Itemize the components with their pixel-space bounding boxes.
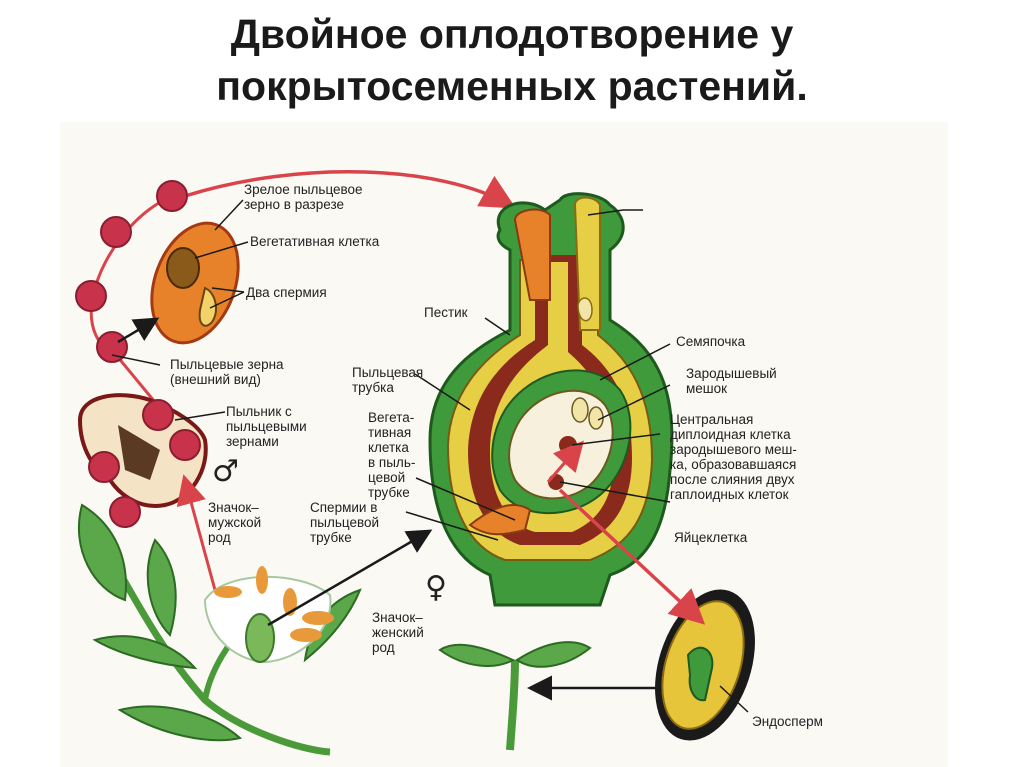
label-egg-cell: Яйцеклетка	[674, 530, 748, 545]
flower-to-pistil-arrow	[267, 529, 433, 627]
grain-zoom-arrow	[117, 317, 160, 344]
label-pollen-grains: Пыльцевые зерна (внешний вид)	[170, 357, 284, 387]
label-vegetative-in-tube: Вегета- тивная клетка в пыль- цевой труб…	[368, 410, 416, 500]
title-line-2: покрытосеменных растений.	[216, 63, 808, 109]
label-female-sign: Значок– женский род	[372, 610, 424, 655]
label-ovule: Семяпочка	[676, 334, 746, 349]
female-symbol: ♀	[425, 570, 447, 605]
pollination-arrow	[184, 170, 517, 209]
flowering-plant	[77, 503, 362, 756]
label-central-cell: Центральная диплоидная клетка зародышево…	[670, 412, 797, 502]
pollen-grains	[75, 180, 188, 363]
page-title: Двойное оплодотворение у покрытосеменных…	[0, 8, 1024, 112]
label-male-sign: Значок– мужской род	[208, 500, 262, 545]
pollen-grain	[100, 216, 132, 248]
title-line-1: Двойное оплодотворение у	[230, 11, 794, 57]
label-mature-grain: Зрелое пыльцевое зерно в разрезе	[244, 182, 363, 212]
label-anther: Пыльник с пыльцевыми зернами	[226, 404, 307, 449]
anther	[77, 393, 208, 528]
pollen-grain	[88, 451, 120, 483]
label-pollen-tube: Пыльцевая трубка	[352, 365, 424, 395]
seed-formation-arrow	[558, 488, 706, 625]
label-sperms-in-tube: Спермии в пыльцевой трубке	[310, 500, 380, 545]
leader-lines	[111, 199, 749, 713]
pollen-grain	[156, 180, 188, 212]
seedling	[438, 641, 592, 751]
label-vegetative-cell: Вегетативная клетка	[250, 234, 380, 249]
stamen-arrow	[176, 474, 217, 591]
seed	[655, 589, 755, 741]
label-endosperm: Эндосперм	[752, 714, 823, 729]
fertilization-arrow	[546, 440, 584, 483]
pollen-grain	[109, 496, 141, 528]
pollen-grain	[142, 399, 174, 431]
pollen-grain	[169, 429, 201, 461]
label-two-sperms: Два спермия	[246, 285, 327, 300]
label-pistil: Пестик	[424, 305, 468, 320]
label-embryo-sac: Зародышевый мешок	[686, 366, 777, 396]
mature-pollen-grain-section	[150, 221, 240, 345]
pollen-grain	[75, 280, 107, 312]
male-symbol: ♂	[212, 454, 239, 489]
pollen-grain	[96, 331, 128, 363]
